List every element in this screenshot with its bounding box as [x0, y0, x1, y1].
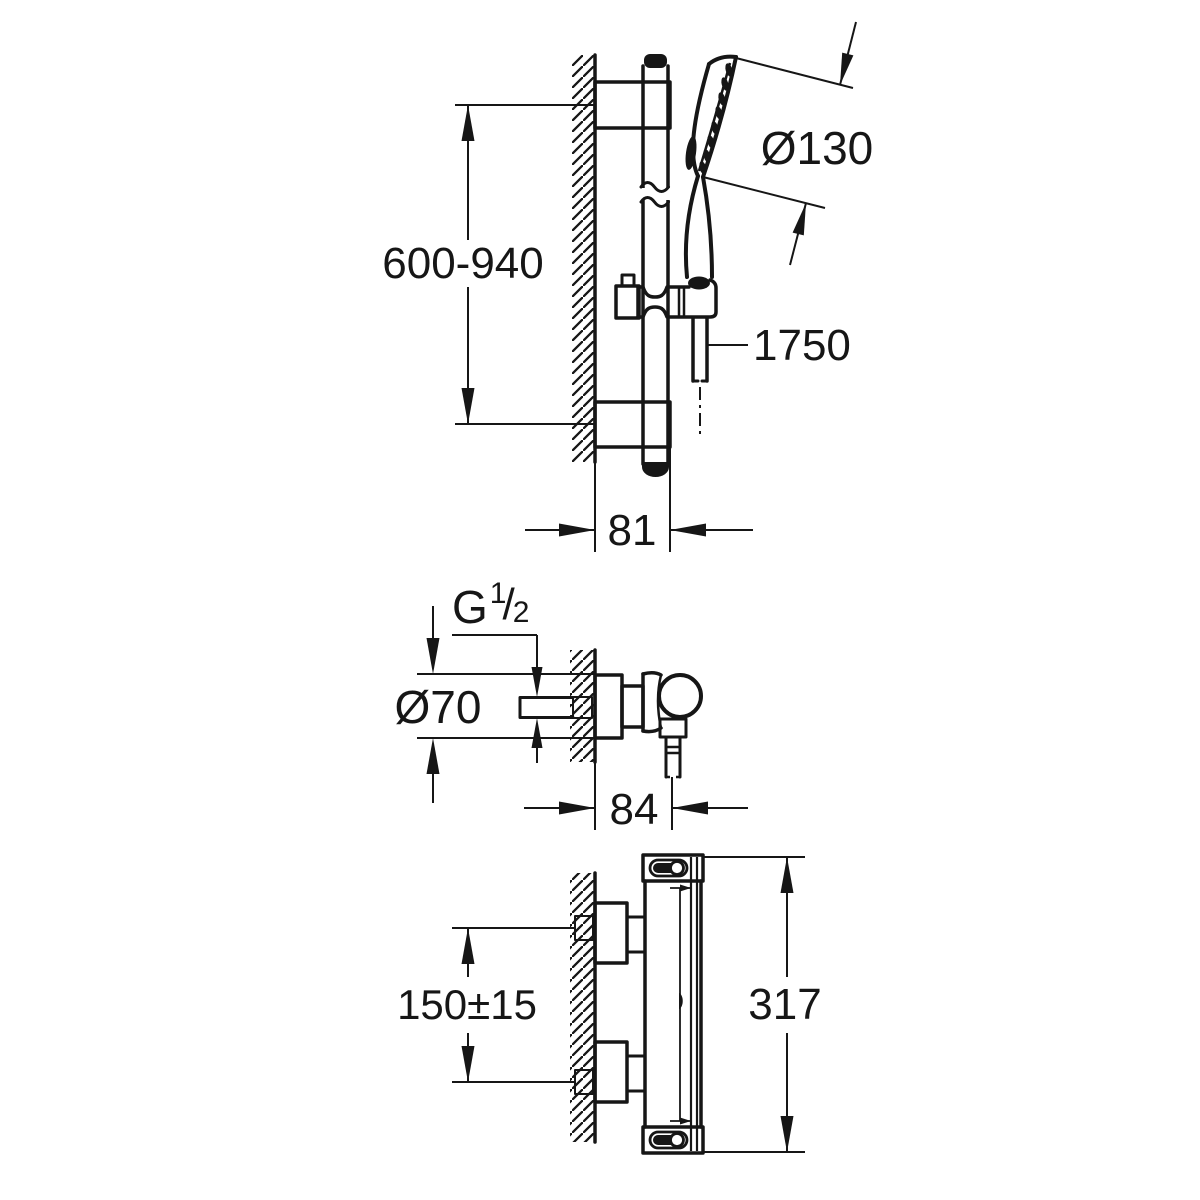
dim-label-bar-height: 600-940 [382, 239, 543, 288]
dim-label-wall-clearance: 81 [608, 506, 657, 555]
wall-section [572, 53, 597, 464]
view-slide-bar: 600-940 Ø130 1750 81 [382, 21, 874, 555]
dim-label-mixer-depth: 84 [610, 785, 659, 834]
dimension-flange-diameter: Ø70 [395, 606, 596, 803]
wall-section [570, 871, 597, 1144]
dimension-mixer-depth: 84 [524, 762, 748, 834]
dim-label-overall-height: 317 [748, 980, 821, 1029]
thread-denominator: 2 [513, 596, 530, 629]
shower-hose [691, 316, 709, 434]
dim-label-head-diameter: Ø130 [761, 122, 874, 174]
internal-centerline [670, 884, 691, 1125]
wall-supply-nipple [518, 696, 593, 719]
bottom-cap-control [648, 1130, 689, 1150]
dim-label-thread-size: G1/2 [452, 577, 529, 633]
rail-bracket-top [593, 80, 672, 130]
thread-slash: / [502, 580, 515, 629]
dimension-inlet-spacing: 150±15 [397, 927, 575, 1083]
wall-section [570, 648, 597, 764]
thread-base: G [452, 581, 488, 633]
rail-bracket-bottom [593, 400, 672, 449]
leader-hose-length: 1750 [708, 321, 851, 370]
dim-label-hose-length: 1750 [753, 321, 851, 370]
dimension-thread-size: G1/2 [452, 577, 543, 763]
dimension-wall-clearance: 81 [525, 447, 753, 555]
mixer-body [593, 670, 703, 740]
shower-holder-slider [614, 273, 718, 320]
dimension-bar-height: 600-940 [382, 104, 596, 425]
slide-bar-rail [639, 54, 672, 477]
hand-shower [683, 54, 738, 279]
thread-numerator: 1 [490, 577, 507, 610]
dimension-head-diameter: Ø130 [702, 21, 874, 266]
thermostat-body [641, 853, 705, 1155]
inlet-union-bottom [574, 1040, 647, 1104]
hose-outlet-connector [658, 717, 688, 779]
dim-label-inlet-spacing: 150±15 [397, 981, 537, 1028]
top-cap-control [648, 858, 689, 878]
view-thermostat: 150±15 317 [397, 853, 822, 1155]
spray-face-nozzles [699, 63, 733, 175]
view-mixer-side: G1/2 Ø70 84 [395, 577, 748, 834]
dimension-overall-height: 317 [703, 856, 822, 1153]
dim-label-flange-diameter: Ø70 [395, 681, 482, 733]
